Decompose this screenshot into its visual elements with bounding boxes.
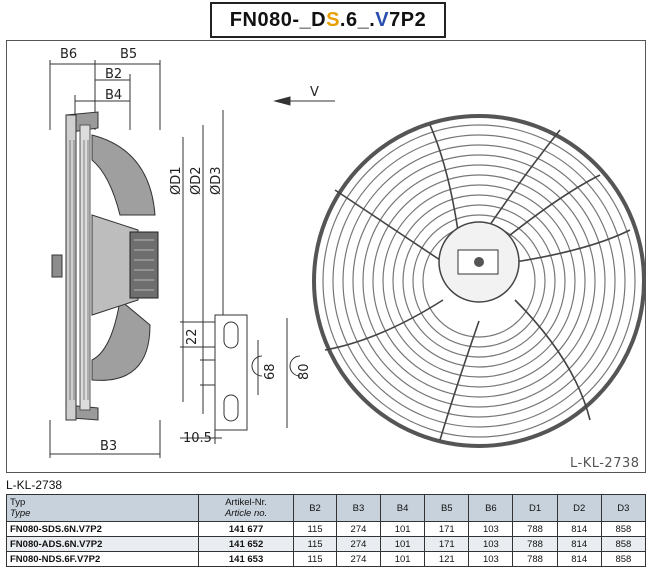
cell-value: 115 <box>293 551 337 567</box>
col-b5: B5 <box>424 494 470 522</box>
title-part3: 7P2 <box>389 8 427 31</box>
dim-b3: B3 <box>100 439 117 454</box>
col-article-sub: Article no. <box>224 508 268 519</box>
col-type: Typ Type <box>6 494 199 522</box>
dim-80: 80 <box>297 363 312 380</box>
col-article: Artikel-Nr. Article no. <box>197 494 295 522</box>
spec-table: Typ Type Artikel-Nr. Article no. B2 B3 B… <box>6 494 647 567</box>
drawing-reference: L-KL-2738 <box>570 456 640 471</box>
cell-value: 788 <box>512 551 558 567</box>
dim-b2: B2 <box>105 67 122 82</box>
cell-type: FN080-SDS.6N.V7P2 <box>6 521 199 537</box>
col-type-sub: Type <box>10 508 31 519</box>
fan-side-view <box>51 111 159 421</box>
cell-value: 171 <box>424 536 470 552</box>
product-title: FN080-_ D S .6_. V 7P2 <box>210 2 446 38</box>
dim-d3: ØD3 <box>209 166 224 195</box>
cell-article: 141 653 <box>197 551 295 567</box>
cell-value: 814 <box>556 536 602 552</box>
cell-value: 274 <box>335 536 382 552</box>
cell-value: 115 <box>293 521 337 537</box>
cell-value: 814 <box>556 551 602 567</box>
cell-value: 103 <box>468 536 514 552</box>
table-row: FN080-SDS.6N.V7P2 141 677 115 274 101 17… <box>6 521 647 537</box>
cell-value: 858 <box>600 551 647 567</box>
dim-b4: B4 <box>105 88 122 103</box>
dim-10-5: 10.5 <box>183 431 212 446</box>
cell-value: 115 <box>293 536 337 552</box>
table-row: FN080-ADS.6N.V7P2 141 652 115 274 101 17… <box>6 536 647 552</box>
drawing-reference-label: L-KL-2738 <box>6 478 63 492</box>
cell-value: 171 <box>424 521 470 537</box>
cell-article: 141 652 <box>197 536 295 552</box>
technical-drawing: B6 B5 B2 B4 B3 V ØD1 ØD2 ØD3 22 68 80 10… <box>49 47 646 458</box>
cell-value: 858 <box>600 521 647 537</box>
col-b6: B6 <box>468 494 514 522</box>
col-d3: D3 <box>600 494 647 522</box>
cell-value: 274 <box>335 521 382 537</box>
title-part2: .6_. <box>339 8 376 31</box>
table-row: FN080-NDS.6F.V7P2 141 653 115 274 101 12… <box>6 551 647 567</box>
cell-value: 101 <box>380 551 426 567</box>
cell-value: 103 <box>468 551 514 567</box>
fan-front-view <box>312 114 646 448</box>
cell-type: FN080-ADS.6N.V7P2 <box>6 536 199 552</box>
cell-article: 141 677 <box>197 521 295 537</box>
title-d: D <box>311 8 327 31</box>
title-v: V <box>375 8 390 31</box>
dim-22: 22 <box>185 328 200 345</box>
table-header-row: Typ Type Artikel-Nr. Article no. B2 B3 B… <box>6 494 647 522</box>
cell-value: 121 <box>424 551 470 567</box>
view-label-v: V <box>310 85 319 100</box>
col-type-label: Typ <box>10 497 26 508</box>
dim-d2: ØD2 <box>189 166 204 195</box>
title-s: S <box>326 8 340 31</box>
col-b3: B3 <box>335 494 382 522</box>
cell-value: 858 <box>600 536 647 552</box>
dim-68: 68 <box>263 363 278 380</box>
cell-value: 814 <box>556 521 602 537</box>
cell-value: 274 <box>335 551 382 567</box>
col-b4: B4 <box>380 494 426 522</box>
cell-value: 101 <box>380 536 426 552</box>
dim-b5: B5 <box>120 47 137 62</box>
col-d1: D1 <box>512 494 558 522</box>
cell-value: 101 <box>380 521 426 537</box>
drawing-frame <box>6 40 646 473</box>
cell-type: FN080-NDS.6F.V7P2 <box>6 551 199 567</box>
title-part1: FN080-_ <box>229 8 312 31</box>
dim-b6: B6 <box>60 47 77 62</box>
cell-value: 788 <box>512 521 558 537</box>
col-b2: B2 <box>293 494 337 522</box>
col-article-label: Artikel-Nr. <box>225 497 267 508</box>
mounting-bracket <box>180 314 301 444</box>
col-d2: D2 <box>556 494 602 522</box>
dim-d1: ØD1 <box>169 166 184 195</box>
cell-value: 103 <box>468 521 514 537</box>
cell-value: 788 <box>512 536 558 552</box>
